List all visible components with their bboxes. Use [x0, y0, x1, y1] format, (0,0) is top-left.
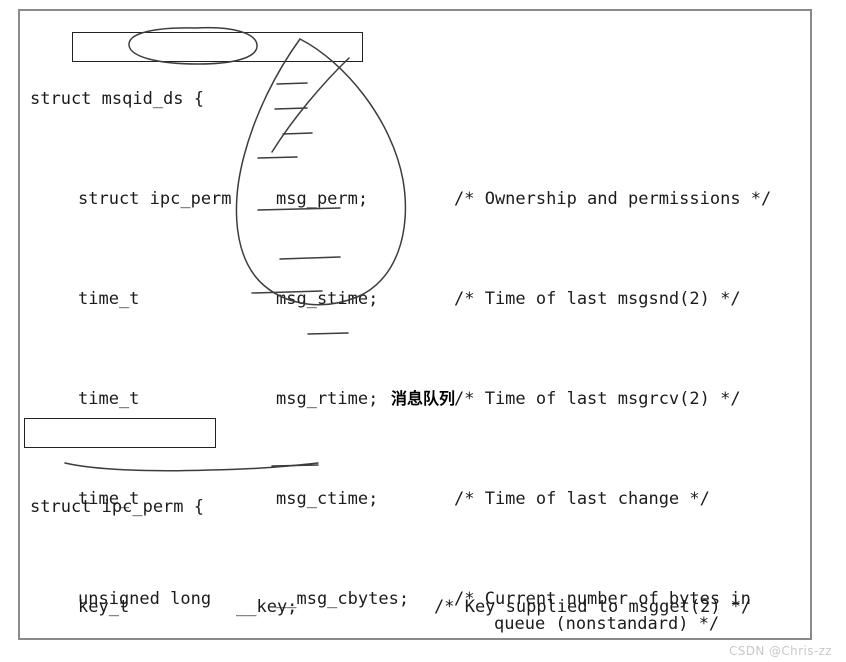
- member-type: struct ipc_perm: [78, 189, 232, 209]
- struct-header-ipcperm: struct ipc_perm {: [30, 497, 204, 517]
- code-line-header: struct msqid_ds {: [30, 87, 771, 112]
- member-name: msg_perm;: [276, 189, 369, 209]
- csdn-watermark: CSDN @Chris-zz: [728, 644, 832, 658]
- member-comment: /* Time of last change */: [454, 489, 710, 509]
- member-comment-cont: queue (nonstandard) */: [494, 614, 720, 634]
- member-comment: /* Ownership and permissions */: [454, 189, 772, 209]
- document-outer-frame: [18, 9, 812, 640]
- member-type: unsigned long: [78, 589, 212, 609]
- struct-header-msqid: struct msqid_ds {: [30, 89, 204, 109]
- section-caption: 消息队列: [390, 389, 455, 408]
- code-line-header: struct ipc_perm {: [30, 495, 751, 520]
- code-line-key: key_t __key; /* Key supplied to msgget(2) …: [30, 595, 751, 620]
- member-comment: /* Key supplied to msgget(2) */: [434, 597, 752, 617]
- member-type: time_t: [78, 389, 140, 409]
- code-line-msg-ctime: time_t msg_ctime; /* Time of last change *…: [30, 487, 771, 512]
- code-block-ipc-perm: struct ipc_perm { key_t __key; /* Key supp…: [30, 420, 751, 662]
- member-comment: /* Time of last msgrcv(2) */: [454, 389, 741, 409]
- member-type: time_t: [78, 289, 140, 309]
- member-comment: /* Time of last msgsnd(2) */: [454, 289, 741, 309]
- member-comment: /* Current number of bytes in: [454, 589, 751, 609]
- code-line-msg-cbytes: unsigned long __msg_cbytes; /* Current num…: [30, 587, 771, 637]
- member-type: time_t: [78, 489, 140, 509]
- member-name: __msg_cbytes;: [276, 589, 410, 609]
- member-name: msg_stime;: [276, 289, 379, 309]
- member-name: msg_rtime;: [276, 389, 379, 409]
- member-name: __key;: [236, 597, 298, 617]
- code-line-msg-rtime: time_t msg_rtime; /* Time of last msgrcv(2…: [30, 387, 771, 412]
- code-line-msg-perm: struct ipc_perm msg_perm; /* Ownership and…: [30, 187, 771, 212]
- member-type: key_t: [78, 597, 130, 617]
- code-line-msg-stime: time_t msg_stime; /* Time of last msgsnd(2…: [30, 287, 771, 312]
- member-name: msg_ctime;: [276, 489, 379, 509]
